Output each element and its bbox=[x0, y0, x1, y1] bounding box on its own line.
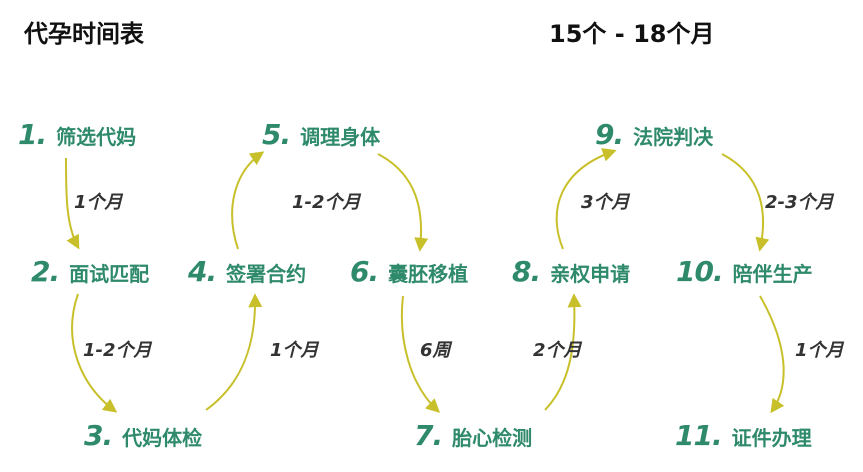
duration-label: 1个月 bbox=[270, 340, 319, 361]
step-label: 签署合约 bbox=[226, 262, 307, 286]
step-number: 8. bbox=[512, 255, 541, 288]
step-6: 6. 囊胚移植 bbox=[350, 255, 468, 288]
duration-label: 1-2个月 bbox=[292, 192, 361, 213]
step-7: 7. 胎心检测 bbox=[414, 419, 532, 452]
step-2: 2. 面试匹配 bbox=[31, 255, 149, 288]
step-number: 3. bbox=[84, 419, 113, 452]
total-duration: 15个 - 18个月 bbox=[549, 20, 715, 48]
step-number: 1. bbox=[18, 118, 47, 151]
duration-label: 1个月 bbox=[795, 340, 844, 361]
duration-label: 2个月 bbox=[533, 340, 582, 361]
step-label: 代妈体检 bbox=[122, 426, 203, 450]
step-9: 9. 法院判决 bbox=[595, 118, 713, 151]
step-label: 陪伴生产 bbox=[732, 262, 813, 286]
arrow-8-to-9 bbox=[555, 148, 617, 250]
arrow-1-to-2 bbox=[65, 157, 80, 250]
duration-label: 3个月 bbox=[581, 192, 630, 213]
step-8: 8. 亲权申请 bbox=[512, 255, 630, 288]
page-title: 代孕时间表 bbox=[24, 20, 144, 48]
arrow-3-to-4 bbox=[205, 293, 263, 411]
step-label: 囊胚移植 bbox=[388, 262, 469, 286]
step-number: 4. bbox=[188, 255, 217, 288]
step-number: 5. bbox=[262, 118, 291, 151]
step-1: 1. 筛选代妈 bbox=[18, 118, 136, 151]
step-number: 7. bbox=[414, 419, 443, 452]
duration-label: 6周 bbox=[420, 340, 451, 361]
arrow-9-to-10 bbox=[721, 153, 770, 252]
arrow-6-to-7 bbox=[400, 295, 441, 413]
step-label: 调理身体 bbox=[300, 125, 381, 149]
duration-label: 2-3个月 bbox=[765, 192, 834, 213]
step-number: 6. bbox=[350, 255, 379, 288]
duration-label: 1-2个月 bbox=[83, 340, 152, 361]
step-number: 9. bbox=[595, 118, 624, 151]
step-4: 4. 签署合约 bbox=[188, 255, 306, 288]
arrow-10-to-11 bbox=[759, 295, 785, 414]
step-5: 5. 调理身体 bbox=[262, 118, 380, 151]
step-10: 10. 陪伴生产 bbox=[676, 255, 813, 288]
arrow-4-to-5 bbox=[231, 151, 265, 250]
arrow-7-to-8 bbox=[544, 293, 582, 411]
arrow-5-to-6 bbox=[377, 153, 429, 252]
step-label: 面试匹配 bbox=[69, 262, 150, 286]
step-label: 法院判决 bbox=[633, 125, 714, 149]
duration-label: 1个月 bbox=[74, 192, 123, 213]
step-label: 证件办理 bbox=[731, 426, 812, 450]
step-label: 亲权申请 bbox=[550, 262, 631, 286]
arrow-2-to-3 bbox=[71, 293, 118, 413]
step-3: 3. 代妈体检 bbox=[84, 419, 202, 452]
step-number: 11. bbox=[675, 419, 723, 452]
step-number: 10. bbox=[676, 255, 724, 288]
step-11: 11. 证件办理 bbox=[675, 419, 812, 452]
step-label: 胎心检测 bbox=[452, 426, 533, 450]
step-number: 2. bbox=[31, 255, 60, 288]
step-label: 筛选代妈 bbox=[56, 125, 137, 149]
